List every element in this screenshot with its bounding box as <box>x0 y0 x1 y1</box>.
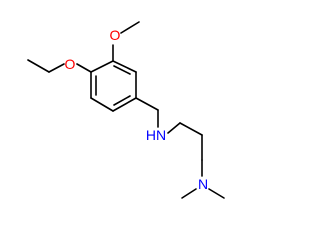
structure-canvas: O O HN N <box>27 21 225 199</box>
benzyl-linker <box>135 97 159 128</box>
propyl-chain <box>167 122 203 177</box>
ethoxy-oxygen-label: O <box>65 56 76 72</box>
dimethyl-groups <box>181 188 225 199</box>
molecule-diagram: O O HN N <box>27 21 225 199</box>
methoxy-group <box>112 21 140 62</box>
benzene-ring <box>90 60 137 112</box>
tertiary-amine-label: N <box>198 176 208 192</box>
methoxy-oxygen-label: O <box>110 27 121 43</box>
ethoxy-group <box>27 59 92 73</box>
secondary-amine-label: HN <box>146 127 166 143</box>
